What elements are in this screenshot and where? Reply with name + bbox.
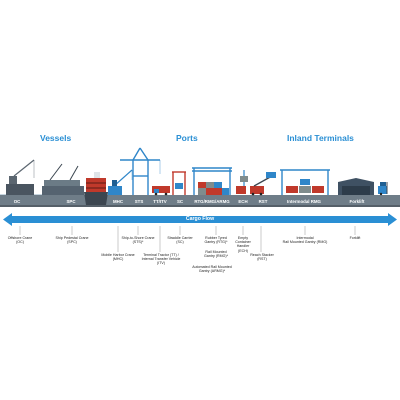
ship-to-shore-crane-icon	[120, 147, 161, 195]
code-label-rtg-rmg-armg: RTG/RMG/ARMG	[194, 199, 230, 204]
callout-terminal-tractor: Terminal Tractor (TT) /Internal Transfer…	[141, 253, 181, 266]
terminal-tractor-icon	[152, 186, 170, 196]
code-label-intermodal-rmg: Intermodal RMG	[287, 199, 321, 204]
ground-edge	[0, 205, 400, 207]
ship-pedestal-crane-icon	[42, 163, 84, 195]
callout-mobile-harbor-crane: Mobile Harbor Crane(MHC)	[101, 253, 135, 262]
forklift-icon	[378, 182, 388, 196]
container-ship-icon	[84, 172, 108, 205]
code-label-tt-itv: TT/ITV	[153, 199, 167, 204]
reach-stacker-icon	[250, 172, 276, 196]
callout-offshore-crane: Offshore Crane(OC)	[7, 236, 33, 245]
intermodal-rmg-icon	[280, 169, 330, 195]
empty-container-handler-icon	[236, 170, 248, 194]
code-label-sc: SC	[176, 199, 184, 204]
code-label-mhc: MHC	[113, 199, 123, 204]
code-label-ech: ECH	[238, 199, 248, 204]
callout-forklift: Forklift	[349, 236, 361, 240]
cargo-flow-arrow	[3, 213, 397, 226]
code-label-forklift: Forklift	[349, 199, 365, 204]
callout-ship-to-shore-crane: Ship-to-Shore Crane(STS)*	[121, 236, 155, 245]
callout-ship-pedestal-crane: Ship Pedestal Crane(SPC)	[55, 236, 89, 245]
container-stack-icon	[198, 182, 229, 195]
section-title-inland: Inland Terminals	[287, 133, 354, 143]
callout-straddle-carrier: Straddle Carrier(SC)	[167, 236, 193, 245]
straddle-carrier-icon	[172, 171, 186, 195]
warehouse-icon	[338, 178, 374, 195]
code-label-sts: STS	[134, 199, 144, 204]
ground-strip	[0, 195, 400, 206]
code-label-oc: OC	[13, 199, 21, 204]
section-title-vessels: Vessels	[40, 133, 72, 143]
callout-leader-lines	[19, 226, 356, 252]
cargo-flow-label: Cargo Flow	[185, 216, 215, 222]
railcar-icon	[286, 179, 324, 193]
mobile-harbor-crane-icon	[108, 169, 133, 195]
code-label-rst: RST	[258, 199, 268, 204]
code-label-spc: SPC	[66, 199, 76, 204]
offshore-crane-icon	[6, 159, 35, 195]
section-title-ports: Ports	[176, 133, 198, 143]
gantry-crane-icon	[192, 167, 232, 195]
callout-reach-stacker: Reach Stacker(RST)	[250, 253, 274, 262]
